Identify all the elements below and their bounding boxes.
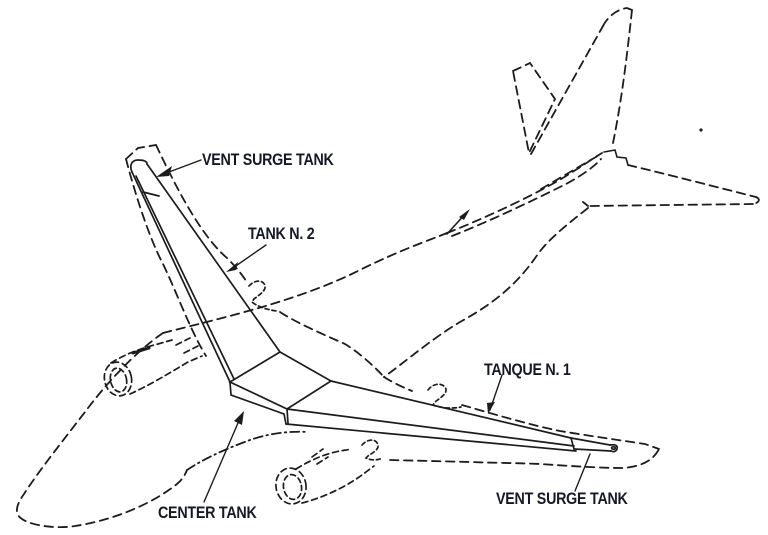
right-engine-intake [273,466,309,507]
cockpit-window-mark [133,348,149,353]
label-leaders [156,160,590,502]
leader-vent-surge-tank-left [156,160,201,177]
left-tank-inner-edge [136,176,234,379]
center-tank-front-face [230,382,288,424]
left-engine-intake-inner [108,367,129,394]
right-tank-bottom-edge [286,424,576,451]
right-engine-nacelle-top [296,449,352,469]
fuselage-crown-line [163,233,447,333]
left-tank-top-edge [147,164,280,352]
left-wing-flap-fairing [249,281,277,311]
right-wing-leading-edge [390,449,659,468]
right-tank-tip-detail [612,447,616,449]
wing-root-fairing-tip [459,209,470,220]
right-stabilizer-trailing-edge [583,202,753,206]
left-wing-trailing-edge [156,145,248,284]
label-center-tank: CENTER TANK [158,503,257,522]
leader-center-tank [204,411,244,502]
right-tank-tip-cap [610,445,617,452]
vertical-fin-leading-edge [531,26,603,154]
fuel-tank-structure [131,160,617,452]
right-wing-trailing-edge [384,377,412,391]
fuselage-crown-line-aft [447,153,602,233]
fin-base-step [604,150,628,165]
leader-tanque-n1 [487,375,502,414]
left-wing-tip-outline [126,145,156,159]
aft-fuselage-belly [384,208,588,377]
left-engine-nacelle-top [111,340,172,363]
label-vent-surge-tank-left: VENT SURGE TANK [202,150,334,169]
left-tank-outer-edge [132,172,230,382]
vertical-fin-trailing-edge [612,10,632,148]
airframe-solid-details [133,128,703,353]
left-wing-trailing-edge-root [280,312,384,377]
right-stabilizer-leading-edge [541,154,601,189]
fuselage-nose-outline [17,333,187,527]
left-wing-leading-edge [126,159,206,356]
right-tank-mid-edge [287,409,574,446]
right-vent-surge-rib [571,438,574,449]
leader-tank-n2 [226,245,266,272]
left-tank-tip-cap [131,160,147,172]
fuselage-side-line-aft [452,159,601,236]
left-wing-tank [131,160,280,382]
stray-dot [699,128,703,132]
left-engine-pylon [176,338,198,353]
airframe-dashed-outline [17,8,759,527]
label-tanque-n1: TANQUE N. 1 [484,360,571,379]
right-engine-nacelle-bottom [302,466,374,503]
right-engine-pylon [312,449,328,464]
right-engine-intake-inner [281,473,303,501]
right-wing-trailing-edge-outer [462,405,659,449]
left-stabilizer-outline [513,63,555,153]
leader-vent-surge-tank-right [575,454,590,491]
right-stabilizer-top-edge [628,165,756,197]
right-vent-surge-tank-edges [571,438,611,451]
right-stabilizer-tip [753,197,759,204]
fuselage-belly-line [187,432,308,470]
left-vent-surge-rib [143,192,159,196]
right-wing-tank [286,381,617,452]
vertical-fin-top-edge [603,8,632,26]
label-tank-n2: TANK N. 2 [248,224,315,243]
right-tank-top-edge [331,381,571,438]
wing-root-flap-fairing [362,440,383,460]
label-vent-surge-tank-right: VENT SURGE TANK [496,489,628,508]
left-engine-intake [101,360,134,399]
left-engine-nacelle-bottom [130,356,202,394]
